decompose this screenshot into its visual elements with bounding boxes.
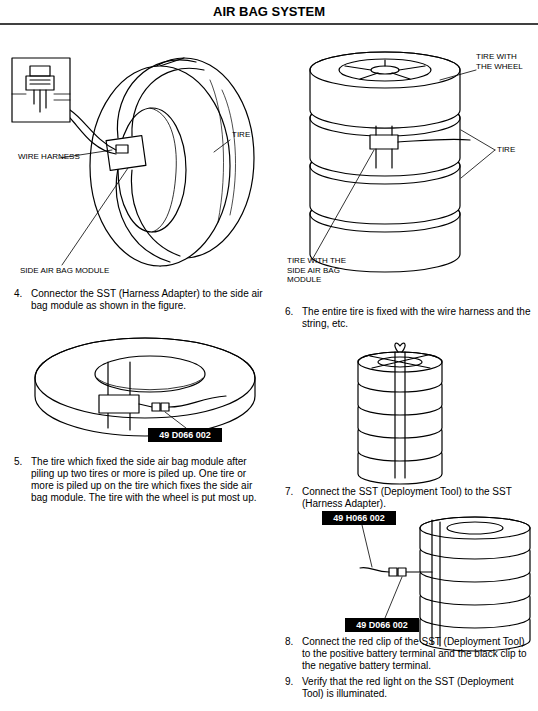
step-number: 5.	[14, 456, 31, 468]
step-number: 4.	[14, 288, 31, 300]
step-text: Connect the SST (Deployment Tool) to the…	[302, 486, 534, 510]
tool-number: 49 D066 002	[159, 430, 211, 440]
tire-with-module	[70, 58, 254, 266]
header-rule	[0, 23, 538, 25]
part-label: TIRE WITH THE SIDE AIR BAG MODULE	[287, 256, 351, 285]
step-text: Verify that the red light on the SST (De…	[302, 676, 534, 700]
tool-number: 49 H066 002	[333, 513, 385, 523]
step-number: 7.	[285, 486, 302, 498]
page-title: AIR BAG SYSTEM	[0, 4, 538, 20]
step-text: Connector the SST (Harness Adapter) to t…	[31, 288, 267, 312]
leader-line	[362, 525, 372, 567]
part-label: WIRE HARNESS	[18, 152, 98, 162]
step-number: 8.	[285, 636, 302, 648]
step-text: The tire which fixed the side air bag mo…	[31, 456, 267, 504]
leader-line	[440, 70, 476, 80]
step-number: 6.	[285, 306, 302, 318]
leader-line	[312, 150, 374, 260]
flat-tire	[35, 338, 255, 436]
step-text: The entire tire is fixed with the wire h…	[302, 306, 534, 330]
step-text: Connect the red clip of the SST (Deploym…	[302, 636, 534, 672]
leader-line	[461, 130, 495, 178]
part-label: SIDE AIR BAG MODULE	[20, 266, 160, 276]
leader-line	[165, 412, 186, 428]
tool-number: 49 D066 002	[356, 620, 408, 630]
part-label: TIRE WITH THE WHEEL	[476, 52, 534, 71]
step-number: 9.	[285, 676, 302, 688]
part-label: TIRE	[497, 145, 537, 155]
tool-tag: 49 H066 002	[322, 511, 396, 525]
leader-line	[385, 577, 402, 618]
tied-tire-stack	[358, 343, 442, 484]
connector-inset	[12, 58, 70, 122]
tool-tag: 49 D066 002	[345, 618, 419, 632]
leader-line	[214, 140, 230, 152]
tool-tag: 49 D066 002	[148, 428, 222, 442]
part-label: TIRE	[232, 130, 272, 140]
tire-stack	[310, 52, 470, 272]
leader-line	[62, 168, 128, 265]
